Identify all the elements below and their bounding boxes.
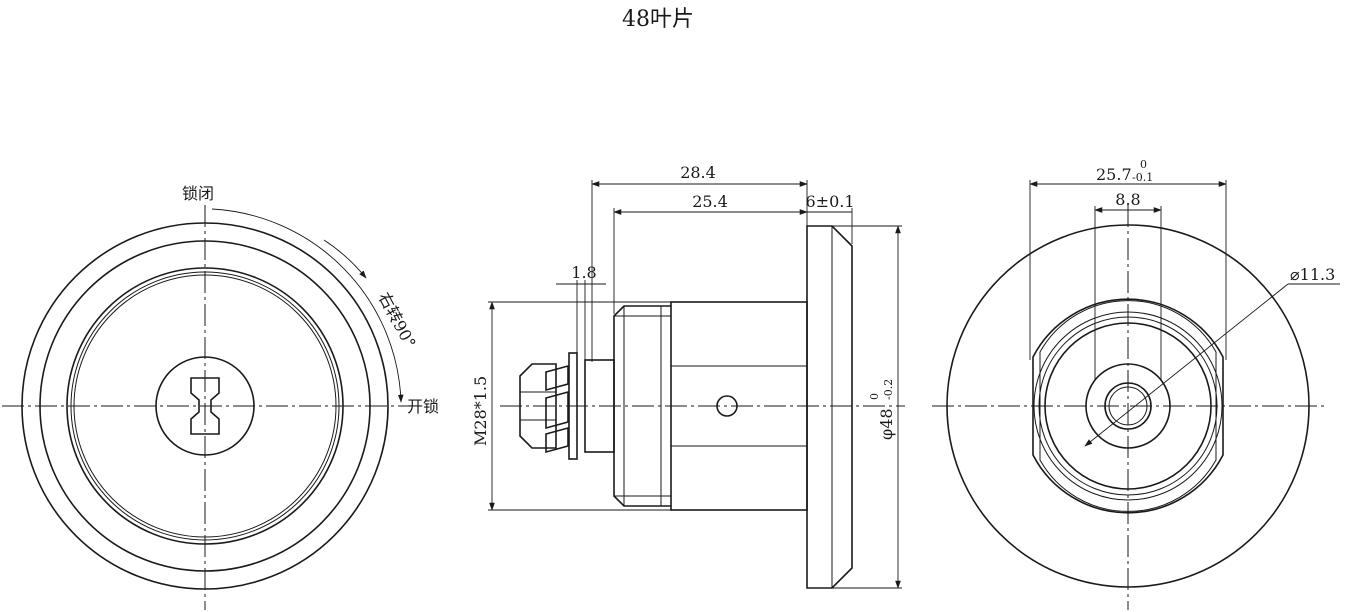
dim-width: 25.7 — [1096, 165, 1132, 184]
label-locked: 锁闭 — [182, 184, 214, 203]
dim-flange-thickness: 6±0.1 — [805, 192, 854, 211]
side-view: 28.4 25.4 6±0.1 1.8 M28*1.5 φ48 0 -0.2 — [471, 163, 905, 589]
rotation-arc-inner — [323, 239, 367, 279]
dim-inner-width: 8.8 — [1115, 190, 1140, 209]
keyhole-slot — [190, 377, 220, 435]
dim-diameter: φ48 — [877, 408, 896, 440]
dim-body-length: 25.4 — [692, 192, 728, 211]
dim-diameter-group: φ48 0 -0.2 — [868, 379, 896, 440]
dim-thread: M28*1.5 — [471, 376, 490, 446]
dim-hole-diameter: ⌀11.3 — [1290, 265, 1335, 284]
dim-diameter-tol-lower: -0.2 — [882, 379, 895, 400]
lock-cam — [545, 364, 569, 454]
dim-overall-length: 28.4 — [680, 163, 716, 182]
leader-hole — [1084, 283, 1289, 447]
label-unlocked: 开锁 — [407, 397, 439, 416]
dim-width-tol-upper: 0 — [1140, 158, 1147, 171]
dim-width-tol-lower: -0.1 — [1132, 171, 1153, 184]
rotation-arc-outer — [211, 208, 404, 403]
rear-thread-flat-circle-1 — [1032, 298, 1224, 514]
rear-thread-flat-circle-2 — [1039, 300, 1217, 512]
flange-outline — [806, 225, 853, 589]
front-view: 锁闭 开锁 右转90° — [2, 184, 439, 610]
dim-diameter-tol-upper: 0 — [868, 393, 881, 400]
rotation-note: 右转90° — [374, 289, 419, 351]
drawing-title: 48叶片 — [622, 7, 694, 32]
hex-nut — [519, 363, 557, 449]
dim-washer: 1.8 — [571, 263, 596, 282]
rear-view: 25.7 0 -0.1 8.8 ⌀11.3 — [932, 158, 1340, 610]
